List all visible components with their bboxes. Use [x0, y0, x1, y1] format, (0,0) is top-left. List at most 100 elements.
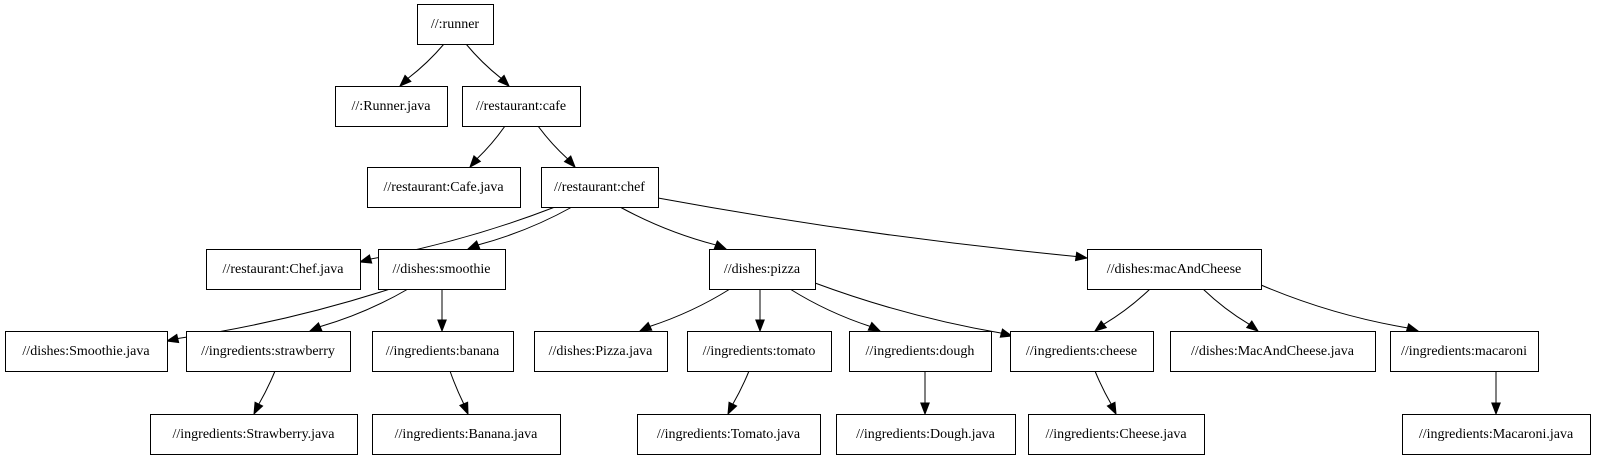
graph-node[interactable]: //restaurant:cafe — [462, 86, 581, 127]
node-label: //dishes:Smoothie.java — [22, 344, 150, 359]
edge-arrowhead — [1106, 401, 1117, 416]
graph-node[interactable]: //ingredients:banana — [372, 331, 514, 372]
graph-node[interactable]: //restaurant:Cafe.java — [367, 167, 521, 208]
graph-edge — [619, 206, 728, 250]
graph-node[interactable]: //dishes:pizza — [709, 249, 816, 290]
graph-node[interactable]: //ingredients:strawberry — [186, 331, 351, 372]
graph-edge — [920, 370, 930, 416]
graph-edge — [1260, 284, 1420, 333]
graph-node[interactable]: //dishes:Pizza.java — [534, 331, 668, 372]
graph-edge — [657, 197, 1089, 262]
node-box[interactable] — [1028, 414, 1205, 455]
node-box[interactable] — [1087, 249, 1262, 290]
graph-edge — [537, 125, 576, 169]
graph-edge — [308, 288, 409, 332]
graph-edge — [789, 288, 882, 332]
node-label: //ingredients:Strawberry.java — [173, 427, 336, 442]
graph-node[interactable]: //ingredients:Dough.java — [836, 414, 1016, 455]
edge-arrowhead — [497, 74, 511, 87]
node-box[interactable] — [5, 331, 168, 372]
node-box[interactable] — [541, 167, 659, 208]
node-label: //ingredients:macaroni — [1401, 344, 1527, 359]
node-box[interactable] — [687, 331, 832, 372]
edge-arrowhead — [1093, 320, 1108, 332]
graph-edge — [465, 43, 511, 87]
graph-edge — [398, 43, 445, 87]
graph-node[interactable]: //:Runner.java — [335, 86, 448, 127]
graph-node[interactable]: //ingredients:Tomato.java — [637, 414, 821, 455]
edge-arrowhead — [1491, 402, 1501, 416]
node-box[interactable] — [186, 331, 351, 372]
node-box[interactable] — [849, 331, 992, 372]
node-box[interactable] — [709, 249, 816, 290]
node-label: //ingredients:Dough.java — [856, 427, 996, 442]
node-box[interactable] — [1402, 414, 1591, 455]
edge-arrowhead — [398, 74, 412, 87]
edge-arrowhead — [920, 402, 930, 416]
node-box[interactable] — [206, 249, 361, 290]
graph-node[interactable]: //restaurant:chef — [541, 167, 659, 208]
graph-node[interactable]: //dishes:MacAndCheese.java — [1170, 331, 1376, 372]
node-box[interactable] — [534, 331, 668, 372]
graph-node[interactable]: //ingredients:dough — [849, 331, 992, 372]
graph-node[interactable]: //ingredients:Strawberry.java — [150, 414, 358, 455]
graph-node[interactable]: //ingredients:cheese — [1010, 331, 1154, 372]
edge-layer — [165, 43, 1501, 416]
graph-node[interactable]: //:runner — [417, 4, 494, 45]
graph-node[interactable]: //dishes:macAndCheese — [1087, 249, 1262, 290]
node-box[interactable] — [637, 414, 821, 455]
graph-node[interactable]: //dishes:Smoothie.java — [5, 331, 168, 372]
graph-edge — [449, 370, 469, 416]
edge-arrowhead — [867, 321, 882, 332]
graph-edge — [1094, 370, 1117, 416]
graph-edge — [755, 288, 765, 333]
node-box[interactable] — [367, 167, 521, 208]
node-label: //ingredients:cheese — [1026, 344, 1137, 359]
edge-arrowhead — [466, 240, 481, 250]
node-box[interactable] — [372, 331, 514, 372]
node-box[interactable] — [372, 414, 561, 455]
graph-node[interactable]: //ingredients:tomato — [687, 331, 832, 372]
node-box[interactable] — [378, 249, 506, 290]
graph-node[interactable]: //ingredients:Cheese.java — [1028, 414, 1205, 455]
node-label: //ingredients:Macaroni.java — [1419, 427, 1574, 442]
edge-arrowhead — [253, 401, 264, 416]
node-box[interactable] — [836, 414, 1016, 455]
node-box[interactable] — [462, 86, 581, 127]
node-box[interactable] — [417, 4, 494, 45]
graph-edge — [1093, 288, 1151, 332]
graph-node[interactable]: //dishes:smoothie — [378, 249, 506, 290]
edge-arrowhead — [1245, 320, 1260, 332]
graph-edge — [253, 370, 276, 416]
graph-edge — [466, 206, 573, 250]
graph-node[interactable]: //ingredients:macaroni — [1390, 331, 1539, 372]
graph-edge — [638, 288, 731, 332]
node-layer: //:runner //:Runner.java //restaurant:cafe… — [5, 4, 1591, 455]
graph-node[interactable]: //ingredients:Macaroni.java — [1402, 414, 1591, 455]
edge-arrowhead — [1405, 323, 1420, 333]
node-box[interactable] — [1170, 331, 1376, 372]
node-box[interactable] — [150, 414, 358, 455]
graph-node[interactable]: //ingredients:Banana.java — [372, 414, 561, 455]
node-label: //ingredients:banana — [386, 344, 500, 359]
edge-arrowhead — [437, 319, 447, 333]
node-box[interactable] — [1390, 331, 1539, 372]
edge-arrowhead — [999, 328, 1014, 338]
graph-node[interactable]: //restaurant:Chef.java — [206, 249, 361, 290]
edge-arrowhead — [459, 401, 469, 416]
edge-arrowhead — [469, 155, 482, 169]
node-box[interactable] — [335, 86, 448, 127]
node-label: //ingredients:Cheese.java — [1045, 427, 1187, 442]
graph-edge — [469, 125, 506, 169]
node-label: //ingredients:strawberry — [201, 344, 335, 359]
node-label: //restaurant:Chef.java — [223, 262, 345, 277]
node-box[interactable] — [1010, 331, 1154, 372]
graph-edge — [1202, 288, 1260, 332]
node-label: //restaurant:chef — [554, 180, 645, 195]
node-label: //dishes:macAndCheese — [1107, 262, 1242, 277]
node-label: //dishes:smoothie — [393, 262, 491, 277]
graph-edge — [814, 282, 1014, 338]
node-label: //ingredients:tomato — [703, 344, 816, 359]
edge-arrowhead — [308, 321, 323, 332]
